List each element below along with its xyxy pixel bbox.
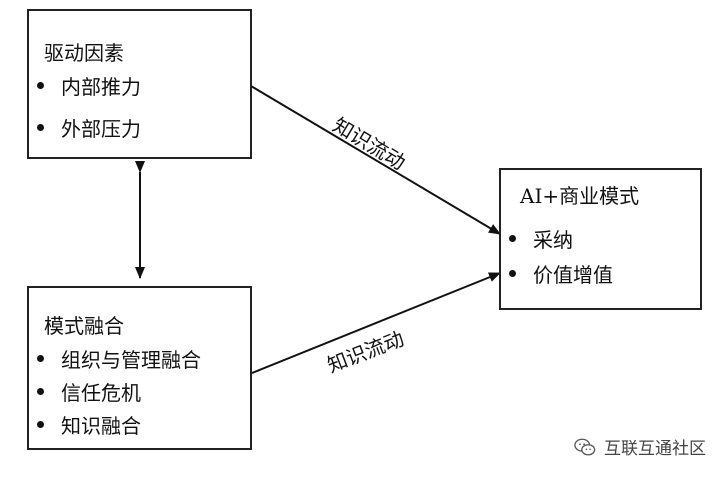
target-item-label: 采纳 — [533, 228, 573, 252]
bullet-icon — [37, 124, 44, 131]
fusion-item-label: 信任危机 — [61, 381, 141, 405]
target-title: AI+商业模式 — [520, 184, 640, 208]
target-box — [499, 168, 702, 310]
fusion-title: 模式融合 — [44, 314, 124, 338]
bullet-icon — [37, 82, 44, 89]
watermark-text: 互联互通社区 — [604, 439, 706, 459]
drivers-title: 驱动因素 — [44, 41, 124, 65]
arrow-fusion-to-target — [251, 272, 501, 374]
wechat-icon — [574, 438, 596, 455]
fusion-item: 组织与管理融合 — [37, 344, 201, 373]
fusion-box — [27, 286, 252, 450]
watermark: 互联互通社区 — [574, 434, 706, 459]
fusion-item-label: 组织与管理融合 — [61, 348, 201, 372]
target-item: 价值增值 — [509, 259, 613, 288]
fusion-item: 知识融合 — [37, 410, 141, 439]
drivers-box — [27, 9, 252, 159]
target-item-label: 价值增值 — [533, 263, 613, 287]
bullet-icon — [37, 388, 44, 395]
drivers-item: 外部压力 — [37, 113, 141, 142]
bullet-icon — [37, 421, 44, 428]
bullet-icon — [509, 270, 516, 277]
fusion-item: 信任危机 — [37, 377, 141, 406]
drivers-item: 内部推力 — [37, 71, 141, 100]
drivers-item-label: 内部推力 — [61, 75, 141, 99]
target-item: 采纳 — [509, 224, 573, 253]
arrow-drivers-to-target — [250, 85, 501, 235]
bullet-icon — [37, 355, 44, 362]
drivers-item-label: 外部压力 — [61, 117, 141, 141]
bullet-icon — [509, 235, 516, 242]
fusion-item-label: 知识融合 — [61, 414, 141, 438]
